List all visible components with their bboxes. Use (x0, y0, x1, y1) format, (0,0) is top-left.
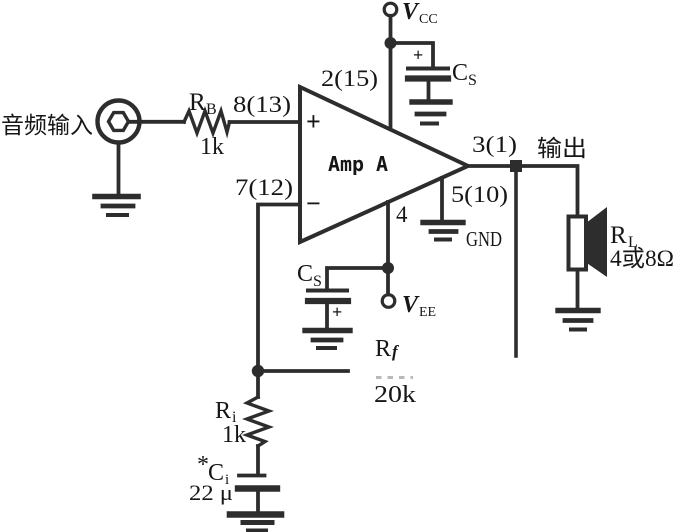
cs-bottom-ground-icon (302, 327, 353, 350)
opamp-name: Amp A (328, 152, 388, 176)
ri-label: R (215, 398, 231, 424)
rl-label: R (610, 222, 627, 249)
ci-ground-icon (226, 511, 285, 532)
opamp-minus-sign: − (306, 189, 321, 218)
speaker-ground-icon (555, 307, 601, 332)
rf-value: 20k (374, 382, 416, 408)
inv-input-wire (256, 202, 302, 373)
resistor-rb-zigzag (181, 105, 232, 139)
rl-value: 4或8Ω (610, 246, 674, 271)
pin-supply-top-label: 2(15) (321, 66, 378, 91)
cs-bottom-capacitor-icon (304, 288, 352, 305)
cs-top-subscript: S (468, 72, 477, 89)
ci-value: 22 μ (189, 480, 233, 505)
speaker-cone (586, 207, 607, 277)
ci-asterisk: * (197, 452, 209, 478)
cs-top-polarity: + (413, 45, 423, 65)
vcc-subscript: CC (419, 12, 438, 27)
connector-center-pin (106, 110, 131, 133)
rf-label: R (375, 336, 391, 362)
ci-subscript: i (225, 472, 229, 488)
rb-subscript: B (206, 101, 217, 118)
vee-label: V (402, 292, 420, 318)
pin-ground-icon (420, 219, 466, 242)
pin-noninverting-label: 8(13) (233, 92, 291, 117)
speaker-icon (566, 207, 607, 277)
pin-supply-bottom-label: 4 (396, 202, 408, 227)
pin-inverting-label: 7(12) (235, 175, 293, 200)
ci-label: C (208, 460, 224, 486)
pin-ground-label: 5(10) (451, 182, 508, 207)
rl-subscript: L (628, 234, 638, 251)
resistor-ri-zigzag (242, 394, 274, 449)
pin-output-label: 3(1) (472, 132, 517, 157)
output-wire (466, 164, 580, 218)
vee-terminal-icon (380, 293, 397, 309)
cs-top-ground-icon (409, 99, 453, 126)
rb-label: R (189, 89, 206, 116)
input-ground-icon (92, 193, 141, 217)
cs-top-wire (388, 41, 435, 68)
vee-subscript: EE (419, 305, 436, 320)
opamp-plus-sign: + (306, 107, 321, 136)
cs-bottom-label: C (297, 261, 313, 287)
cs-bottom-polarity: + (332, 302, 342, 322)
speaker-body (566, 214, 588, 272)
audio-input-label: 音频输入 (1, 113, 93, 138)
cs-top-capacitor-icon (404, 66, 452, 82)
output-label: 输出 (537, 136, 587, 161)
cs-bottom-subscript: S (313, 273, 322, 290)
ri-value: 1k (222, 422, 246, 448)
opamp-triangle (298, 83, 473, 246)
ri-subscript: i (232, 409, 237, 426)
vcc-label: V (402, 0, 420, 25)
rb-value: 1k (200, 134, 224, 160)
ci-capacitor-icon (234, 473, 281, 492)
gnd-label: GND (466, 227, 502, 251)
rf-subscript: f (392, 342, 400, 361)
cs-top-label: C (452, 60, 468, 86)
junction-dot (510, 160, 522, 172)
cs-bottom-wire (325, 266, 390, 290)
